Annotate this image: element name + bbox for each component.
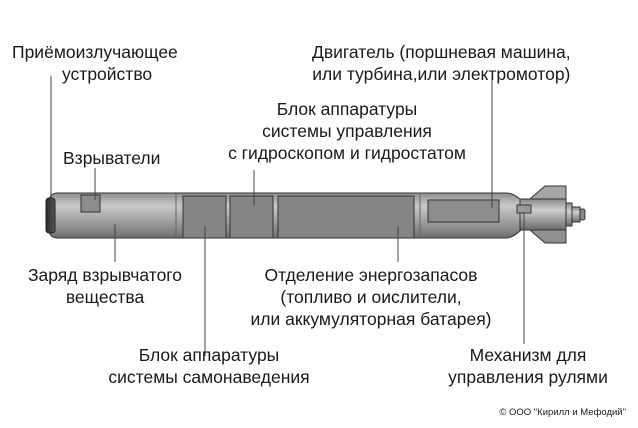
label-line: или аккумуляторная батарея) xyxy=(250,309,492,329)
label-rudder: Механизм для управления рулями xyxy=(428,344,628,388)
label-line: Отделение энергозапасов xyxy=(264,265,478,285)
label-emitter: Приёмоизлучающее устройство xyxy=(12,41,178,85)
label-energy: Отделение энергозапасов (топливо и оисли… xyxy=(226,264,516,330)
label-line: устройство xyxy=(62,64,153,84)
label-line: Блок аппаратуры xyxy=(138,345,280,365)
label-line: Приёмоизлучающее xyxy=(12,42,178,62)
energy-compartment xyxy=(277,195,415,239)
label-control-block: Блок аппаратуры системы управления с гид… xyxy=(202,98,492,164)
label-line: Механизм для xyxy=(469,345,587,365)
label-line: (топливо и оислители, xyxy=(280,287,462,307)
upper-fin xyxy=(528,185,567,200)
leader-lines xyxy=(50,76,525,356)
label-line: вещества xyxy=(65,287,145,307)
torpedo-tail xyxy=(519,185,586,244)
label-engine: Двигатель (поршневая машина, или турбина… xyxy=(312,41,571,85)
label-line: с гидроскопом и гидростатом xyxy=(228,143,466,163)
label-line: или турбина,или электромотор) xyxy=(312,64,571,84)
label-line: системы самонаведения xyxy=(108,367,310,387)
copyright-notice: © ООО "Кирилл и Мефодий" xyxy=(499,407,626,418)
engine-compartment xyxy=(427,199,500,223)
label-homing: Блок аппаратуры системы самонаведения xyxy=(80,344,338,388)
rudder-mechanism xyxy=(516,204,532,214)
label-line: Взрыватели xyxy=(63,148,161,168)
detonator-compartment xyxy=(80,194,101,213)
propeller-hub xyxy=(571,206,581,223)
label-line: Двигатель (поршневая машина, xyxy=(312,42,571,62)
label-line: системы управления xyxy=(262,121,432,141)
label-detonators: Взрыватели xyxy=(63,147,160,169)
label-line: Заряд взрывчатого xyxy=(27,265,183,285)
label-charge: Заряд взрывчатого вещества xyxy=(12,264,198,308)
label-line: Блок аппаратуры xyxy=(276,99,418,119)
lower-fin xyxy=(528,229,567,244)
label-line: управления рулями xyxy=(448,367,608,387)
tail-ring xyxy=(565,202,573,227)
control-block-compartment xyxy=(229,195,274,239)
propeller-tip xyxy=(579,208,586,221)
